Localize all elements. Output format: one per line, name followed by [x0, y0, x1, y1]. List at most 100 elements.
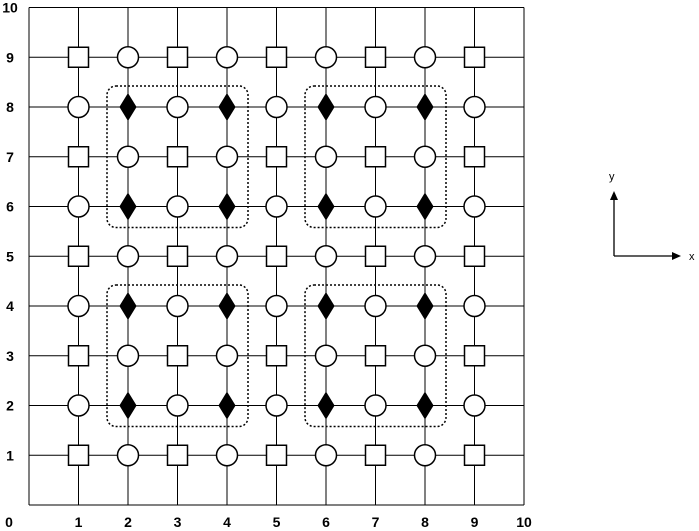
- circle-marker: [215, 145, 239, 168]
- square-marker: [67, 245, 90, 267]
- square-marker: [166, 444, 189, 466]
- circle-marker: [413, 46, 437, 69]
- square-marker: [265, 146, 288, 168]
- square-marker: [463, 245, 486, 267]
- square-marker: [463, 345, 486, 367]
- diamond-marker: [119, 292, 137, 320]
- circle-marker: [413, 444, 437, 467]
- circle-marker: [265, 195, 288, 218]
- diamond-marker: [317, 292, 335, 320]
- circle-marker: [314, 145, 338, 168]
- diamond-marker: [416, 93, 434, 121]
- x-tick-label: 9: [471, 514, 479, 530]
- circle-marker: [463, 294, 486, 318]
- y-tick-label: 5: [6, 248, 14, 264]
- circle-marker: [67, 95, 90, 119]
- circle-marker: [314, 444, 338, 467]
- square-marker: [166, 245, 189, 267]
- diamond-marker: [218, 93, 236, 121]
- circle-marker: [413, 145, 437, 168]
- square-marker: [364, 245, 387, 267]
- y-tick-label: 7: [6, 149, 14, 165]
- square-marker: [265, 345, 288, 367]
- circle-marker: [364, 95, 387, 119]
- square-marker: [67, 46, 90, 68]
- circle-marker: [463, 394, 486, 417]
- circle-marker: [67, 394, 90, 417]
- square-marker: [166, 345, 189, 367]
- square-marker: [463, 146, 486, 168]
- diamond-marker: [416, 192, 434, 221]
- circle-marker: [166, 95, 189, 119]
- axes-indicator: x y: [609, 171, 695, 263]
- circle-marker: [116, 145, 140, 168]
- square-marker: [67, 345, 90, 367]
- circle-marker: [215, 444, 239, 467]
- x-tick-label: 5: [273, 514, 281, 530]
- y-tick-label: 3: [6, 348, 14, 364]
- y-tick-label: 4: [6, 298, 14, 314]
- x-tick-label: 2: [124, 514, 132, 530]
- circle-marker: [314, 245, 338, 268]
- square-marker: [265, 46, 288, 68]
- circle-marker: [166, 394, 189, 417]
- circle-marker: [314, 344, 338, 367]
- diamond-marker: [416, 292, 434, 320]
- dotted-groups: [106, 85, 447, 428]
- y-tick-label: 10: [2, 0, 18, 16]
- x-tick-label: 7: [372, 514, 380, 530]
- diamond-marker: [416, 391, 434, 420]
- circle-marker: [116, 245, 140, 268]
- circle-marker: [413, 245, 437, 268]
- square-marker: [265, 444, 288, 466]
- circle-marker: [463, 195, 486, 218]
- circle-marker: [215, 46, 239, 69]
- diamond-marker: [218, 391, 236, 420]
- dotted-group-box: [304, 85, 447, 229]
- circle-marker: [265, 394, 288, 417]
- y-tick-label: 6: [6, 199, 14, 215]
- y-tick-label: 9: [6, 49, 14, 65]
- axes-indicator-y-arrowhead: [610, 191, 618, 200]
- x-tick-label: 8: [421, 514, 429, 530]
- diamond-marker: [317, 192, 335, 221]
- circle-marker: [116, 444, 140, 467]
- square-marker: [364, 146, 387, 168]
- lattice-markers: [67, 46, 486, 467]
- dotted-group-box: [106, 85, 249, 229]
- x-tick-label: 6: [322, 514, 330, 530]
- dotted-group-box: [304, 284, 447, 428]
- dotted-group-box: [106, 284, 249, 428]
- x-tick-label: 4: [223, 514, 231, 530]
- diamond-marker: [119, 391, 137, 420]
- diamond-marker: [119, 192, 137, 221]
- square-marker: [265, 245, 288, 267]
- axes-indicator-y-label: y: [609, 171, 615, 183]
- circle-marker: [67, 195, 90, 218]
- circle-marker: [463, 95, 486, 119]
- x-tick-label: 1: [75, 514, 83, 530]
- circle-marker: [364, 394, 387, 417]
- circle-marker: [413, 344, 437, 367]
- diamond-marker: [317, 93, 335, 121]
- circle-marker: [215, 344, 239, 367]
- circle-marker: [116, 46, 140, 69]
- square-marker: [67, 146, 90, 168]
- square-marker: [364, 345, 387, 367]
- square-marker: [364, 444, 387, 466]
- circle-marker: [265, 95, 288, 119]
- axes-indicator-x-label: x: [689, 251, 695, 263]
- y-tick-label: 1: [6, 447, 14, 463]
- square-marker: [67, 444, 90, 466]
- y-tick-label: 2: [6, 398, 14, 414]
- square-marker: [166, 146, 189, 168]
- circle-marker: [166, 195, 189, 218]
- square-marker: [463, 46, 486, 68]
- x-tick-label: 10: [516, 514, 532, 530]
- diamond-marker: [119, 93, 137, 121]
- circle-marker: [265, 294, 288, 318]
- x-tick-label: 3: [174, 514, 182, 530]
- diamond-marker: [218, 192, 236, 221]
- square-marker: [364, 46, 387, 68]
